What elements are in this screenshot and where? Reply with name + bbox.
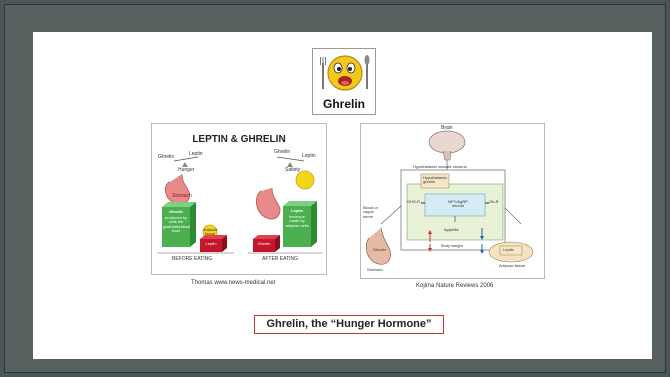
hunger-hormone-caption: Ghrelin, the “Hunger Hormone” [254,315,444,334]
ghrelin-logo: Ghrelin [312,48,376,115]
leptin-label: Leptin [503,247,514,252]
after-green-title: Leptin [291,208,303,213]
after-eating-caption: AFTER EATING [262,256,299,262]
leptin-ghrelin-figure: LEPTIN & GHRELIN [151,123,327,275]
body-weight-label: Body weight [441,243,463,248]
before-leptin-label: Leptin [189,151,203,157]
ghrelin-label: Ghrelin [373,247,386,252]
after-leptin-label: Leptin [302,153,316,159]
appetite-label: Appetite [444,227,459,232]
hunger-label: Hunger [178,167,195,173]
adipose-tissue-label: Adipose tissue [499,263,526,268]
stomach-label: Stomach [367,267,383,272]
before-ghrelin-label: Ghrelin [158,154,175,160]
figure-title: LEPTIN & GHRELIN [192,134,286,145]
hypothalamic-ghrelin-label: Hypothalamic ghrelin [423,175,448,185]
satiety-label: Satiety [285,167,301,173]
kojima-figure: Brain Hypothalamic arcuate nucleus Hypot… [360,123,545,279]
logo-word: Ghrelin [322,97,365,111]
obr-label: Ob-R [489,199,499,204]
before-red-label: Leptin [205,241,217,246]
after-ghrelin-label: Ghrelin [274,149,291,155]
after-green-text: hormone made by adipose cells [285,214,309,228]
ghsr-label: GHS-R [407,199,420,204]
before-eating-caption: BEFORE EATING [172,256,213,262]
hungry-smiley-icon [320,55,370,91]
stomach-label: Stomach [172,193,192,199]
brain-label: Brain [441,125,453,131]
before-green-text: produced by cells the gastrointestinal t… [163,215,190,234]
leptin-ghrelin-diagram [157,156,323,254]
right-figure-credit: Kojima Nature Reviews 2006 [416,283,494,289]
neuron-label: NPY/AgRP neuron [448,199,468,209]
presentation-frame: Ghrelin LEPTIN & GHRELIN [4,4,666,373]
left-figure-credit: Thomas www.news-medical.net [191,280,276,286]
blood-vagus-label: Blood or vagus nerve [363,205,378,219]
adipose-label: Adipose tissue [203,227,218,237]
ghrelin-pathway-diagram [365,130,534,265]
nucleus-label: Hypothalamic arcuate nucleus [413,164,467,169]
slide: Ghrelin LEPTIN & GHRELIN [33,32,652,359]
before-green-title: Ghrelin [168,209,183,214]
after-red-label: Ghrelin [257,241,271,246]
